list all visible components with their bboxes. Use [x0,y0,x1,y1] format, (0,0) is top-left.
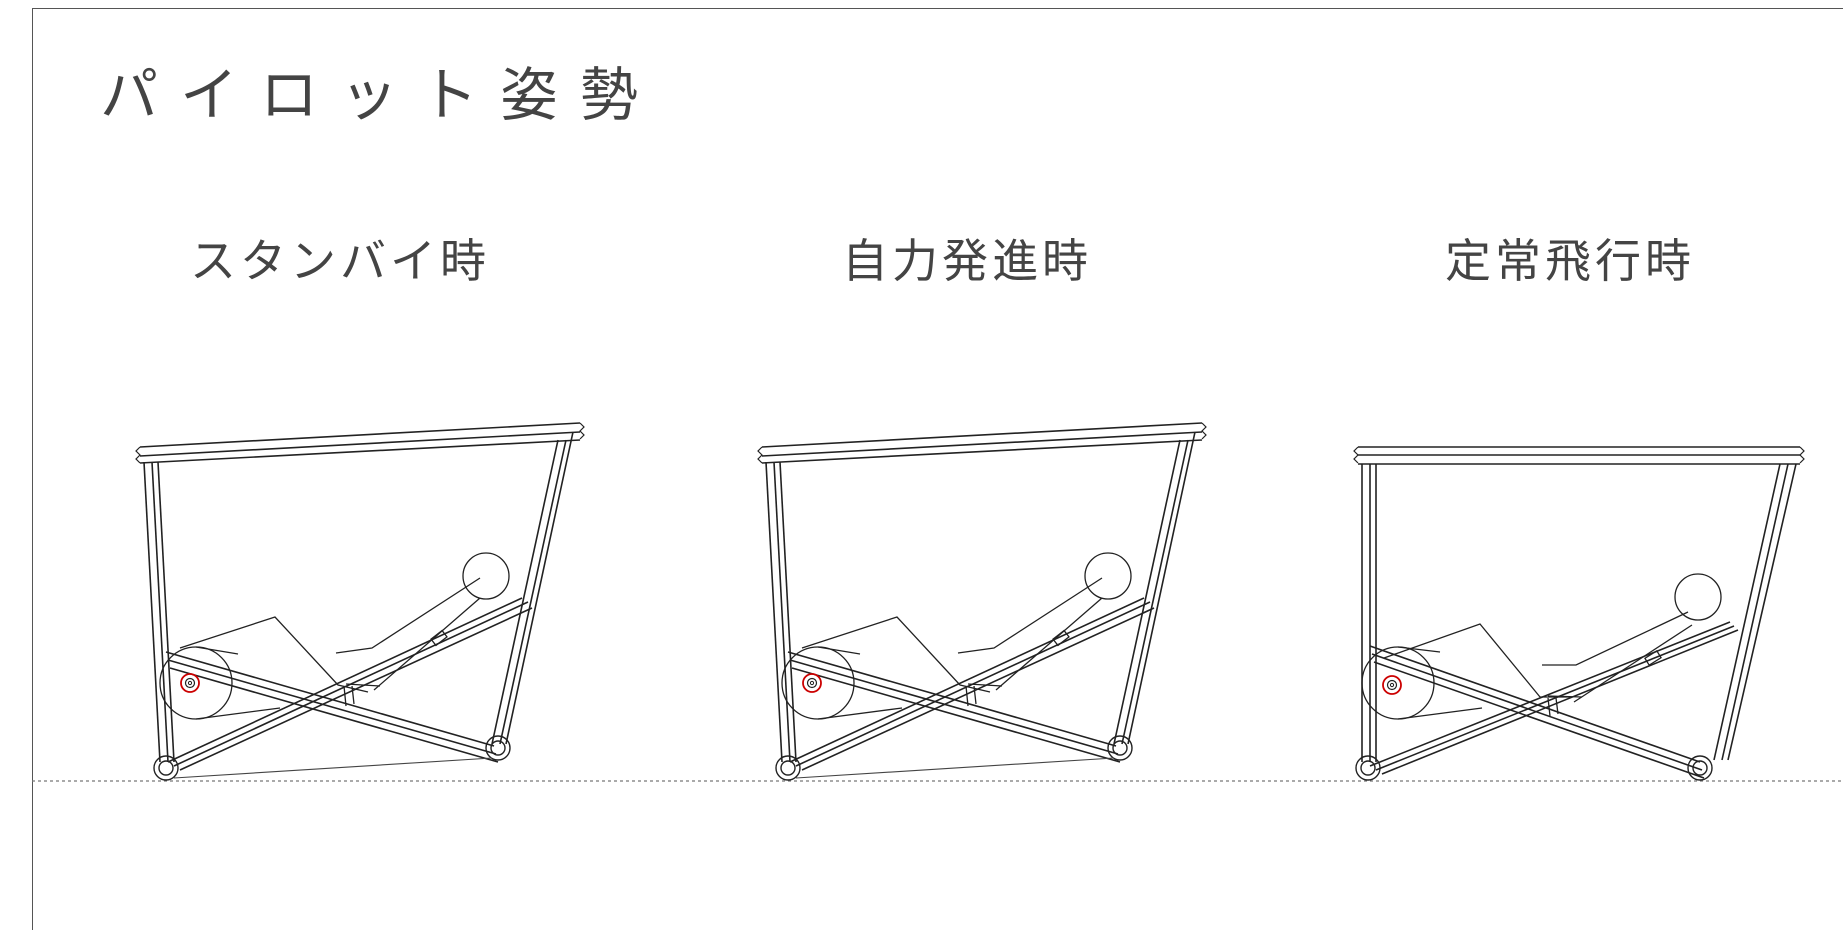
diagonal-boom [787,651,1121,763]
rear-strut [1113,431,1196,745]
top-beam [1353,446,1805,465]
front-strut [143,461,175,763]
pilot-figure [179,552,510,707]
seat-rail [1369,621,1739,775]
panel-label-standby: スタンバイ時 [190,234,490,288]
front-strut [1361,464,1377,762]
wheel-rear [1687,755,1713,781]
wheel-front [1355,755,1381,781]
engine-shaft-marker [180,673,200,693]
rear-strut [491,431,574,745]
panel-label-self-launch: 自力発進時 [842,234,1092,288]
ground-link [173,757,493,779]
diagonal-boom [165,651,499,763]
wheel-front [153,755,179,781]
rear-strut [1713,463,1797,761]
engine-housing [1361,646,1483,720]
engine-housing [781,646,903,720]
wheel-rear [485,735,511,761]
engine-shaft-marker [1382,675,1402,695]
ground-link [795,757,1115,779]
pilot-figure [801,552,1132,707]
drawing-sheet [32,8,1843,930]
engine-housing [159,646,281,720]
engine-shaft-marker [802,673,822,693]
frame-self-launch [757,422,1207,781]
wheel-rear [1107,735,1133,761]
frame-steady-flight [1353,446,1805,781]
top-beam [757,422,1207,464]
frame-standby [135,422,585,781]
top-beam [135,422,585,464]
pilot-figure [1383,573,1722,717]
page-title: パイロット姿勢 [100,61,661,129]
front-strut [765,461,797,763]
wheel-front [775,755,801,781]
panel-label-steady-flight: 定常飛行時 [1445,234,1695,288]
